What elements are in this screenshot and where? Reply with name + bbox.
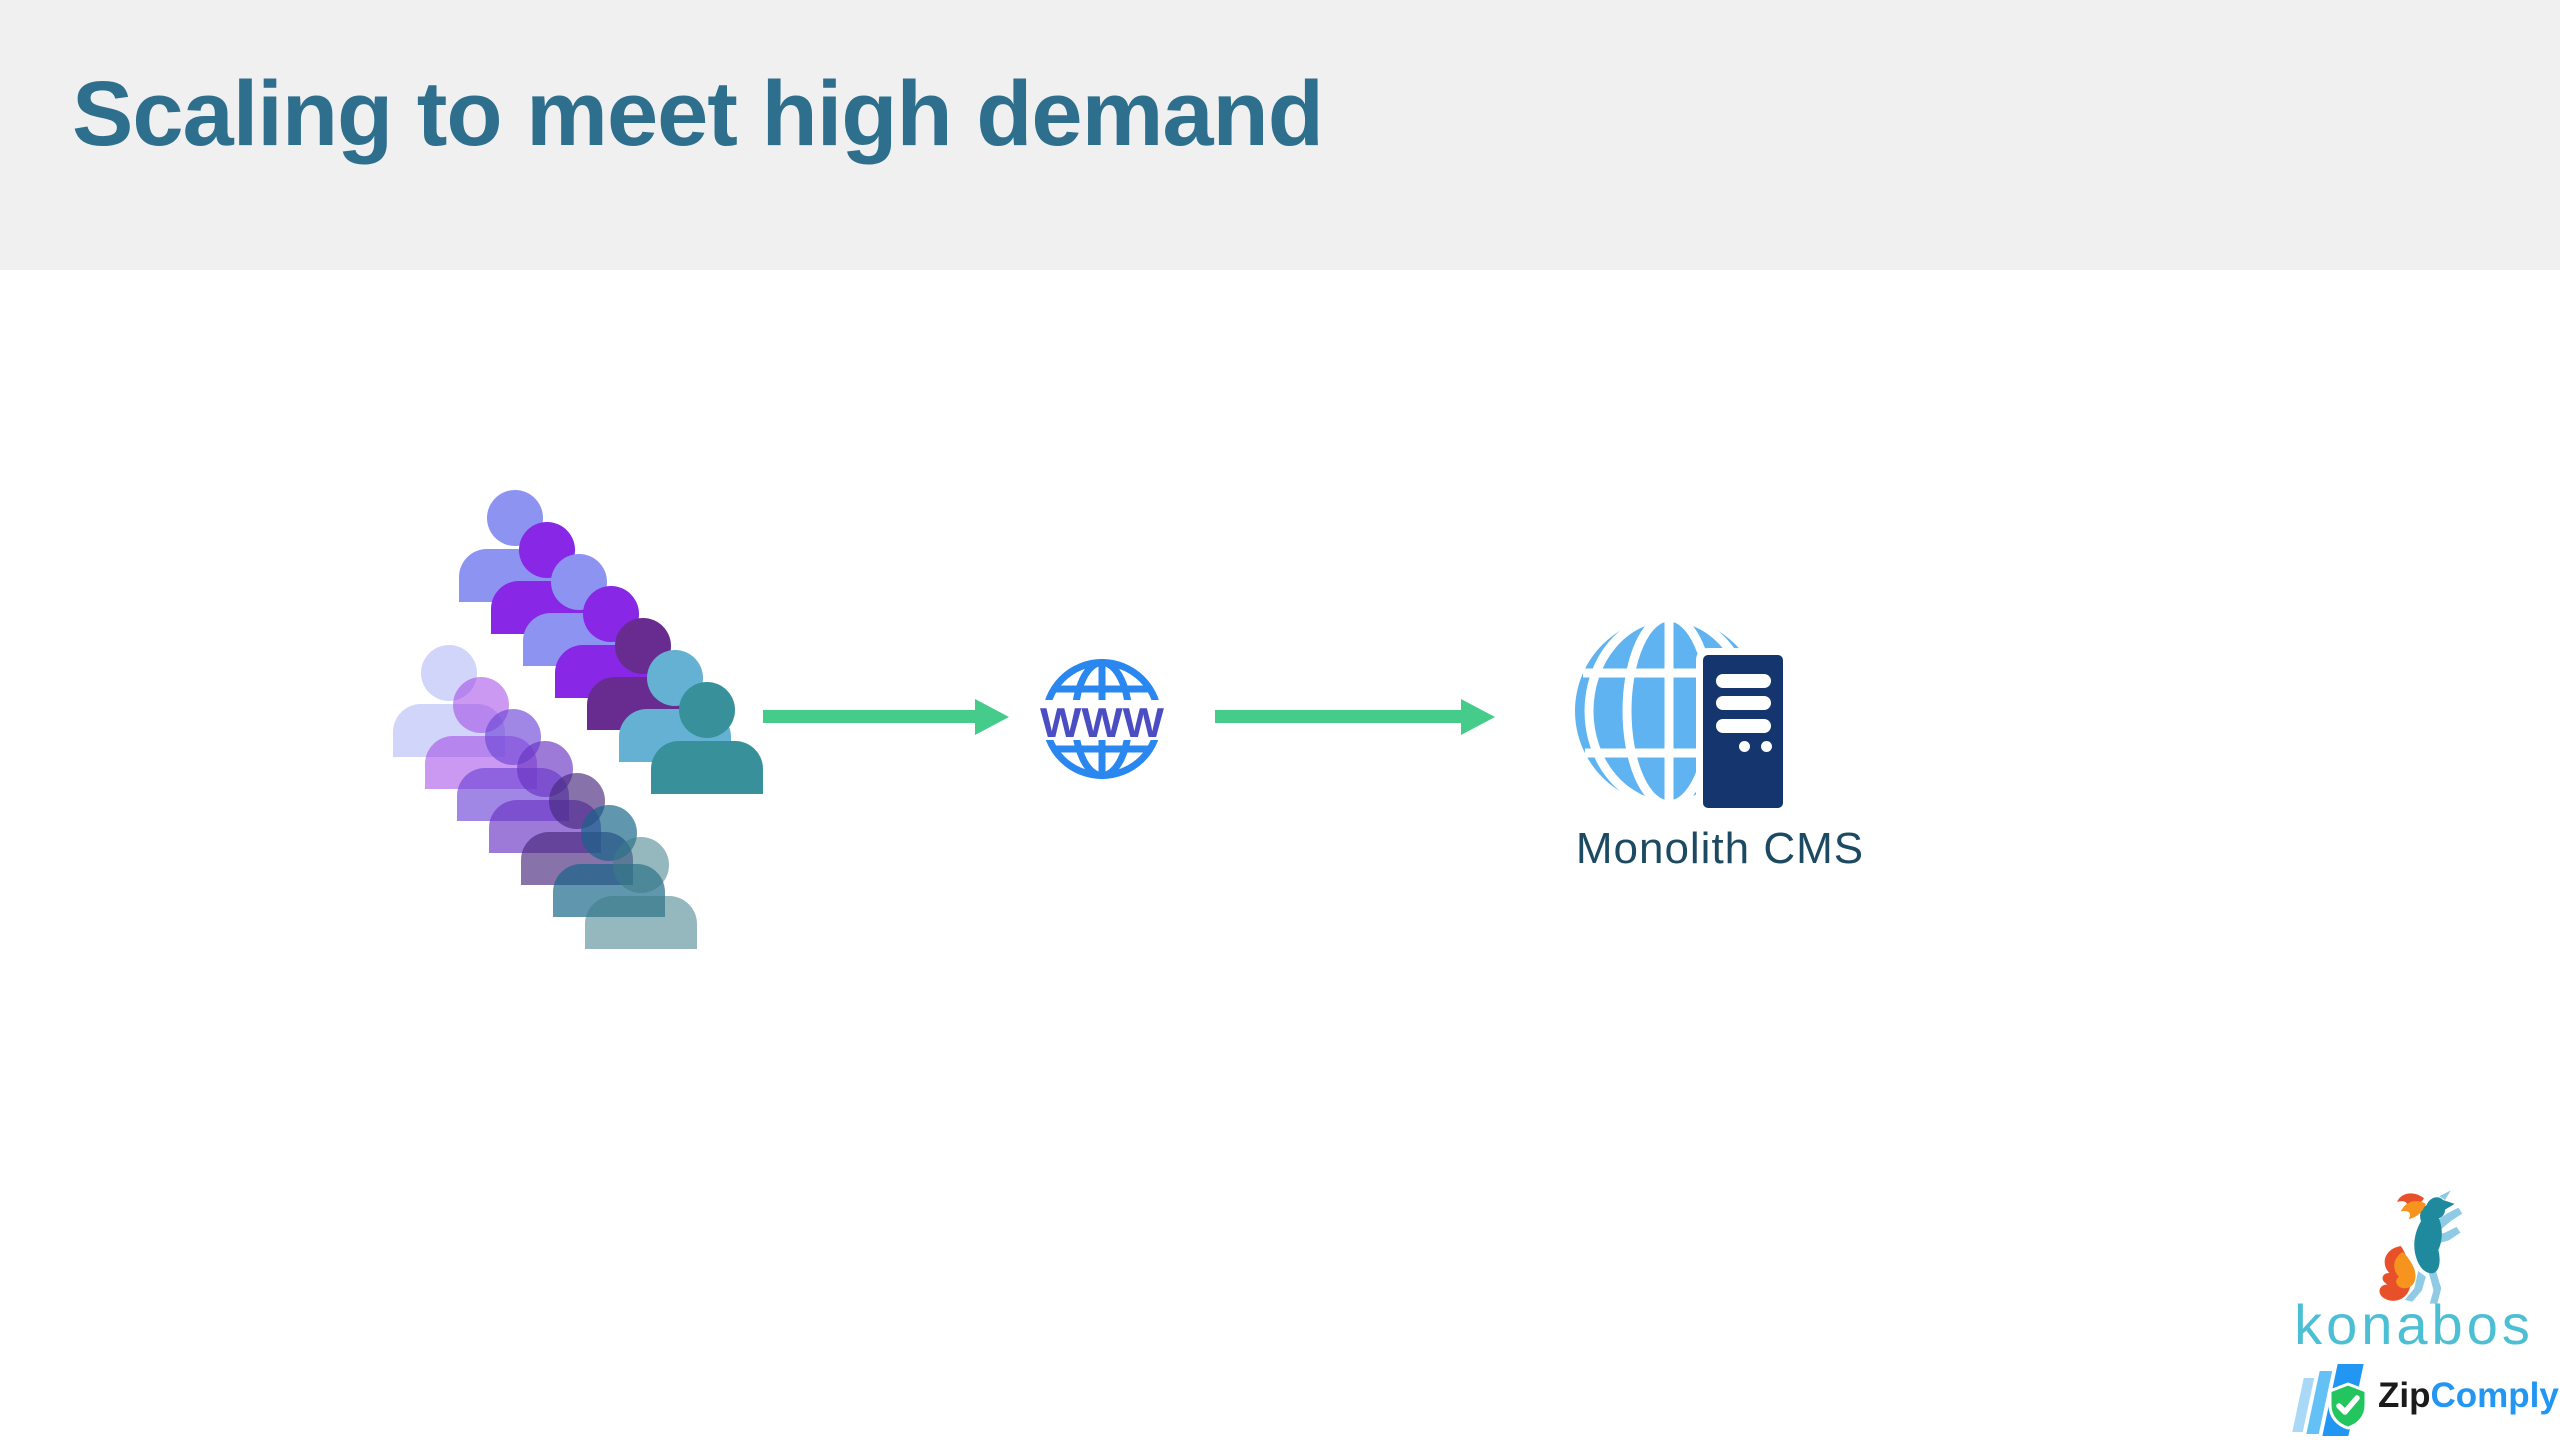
server-tower-icon: [1703, 655, 1783, 808]
comply-text: Comply: [2430, 1376, 2559, 1415]
server-slot: [1716, 719, 1771, 733]
arrow-right-icon: [1215, 699, 1495, 735]
konabos-wordmark: konabos: [2294, 1293, 2534, 1356]
arrow-shaft: [763, 710, 975, 723]
server-led: [1739, 741, 1750, 752]
www-label: WWW: [1040, 699, 1164, 746]
server-slot: [1716, 696, 1771, 710]
user-icon: [651, 682, 763, 794]
shield-checkmark-icon: [2328, 1382, 2368, 1430]
zipcomply-logo: ZipComply: [2287, 1360, 2559, 1440]
page-title: Scaling to meet high demand: [72, 63, 1324, 165]
unicorn-horse-logo-icon: [2379, 1190, 2463, 1304]
arrow-right-icon: [763, 699, 1009, 735]
www-globe-icon: WWW: [1037, 659, 1167, 779]
user-icon: [585, 837, 697, 949]
arrow-head: [1461, 699, 1495, 735]
server-slot: [1716, 674, 1771, 688]
page-header: Scaling to meet high demand: [0, 0, 2560, 270]
zipcomply-wordmark: ZipComply: [2378, 1376, 2559, 1416]
arrow-head: [975, 699, 1009, 735]
www-label-band: [1037, 700, 1167, 740]
monolith-cms-label: Monolith CMS: [1575, 824, 1865, 873]
arrow-shaft: [1215, 710, 1461, 723]
zip-text: Zip: [2378, 1376, 2431, 1415]
server-led: [1761, 741, 1772, 752]
